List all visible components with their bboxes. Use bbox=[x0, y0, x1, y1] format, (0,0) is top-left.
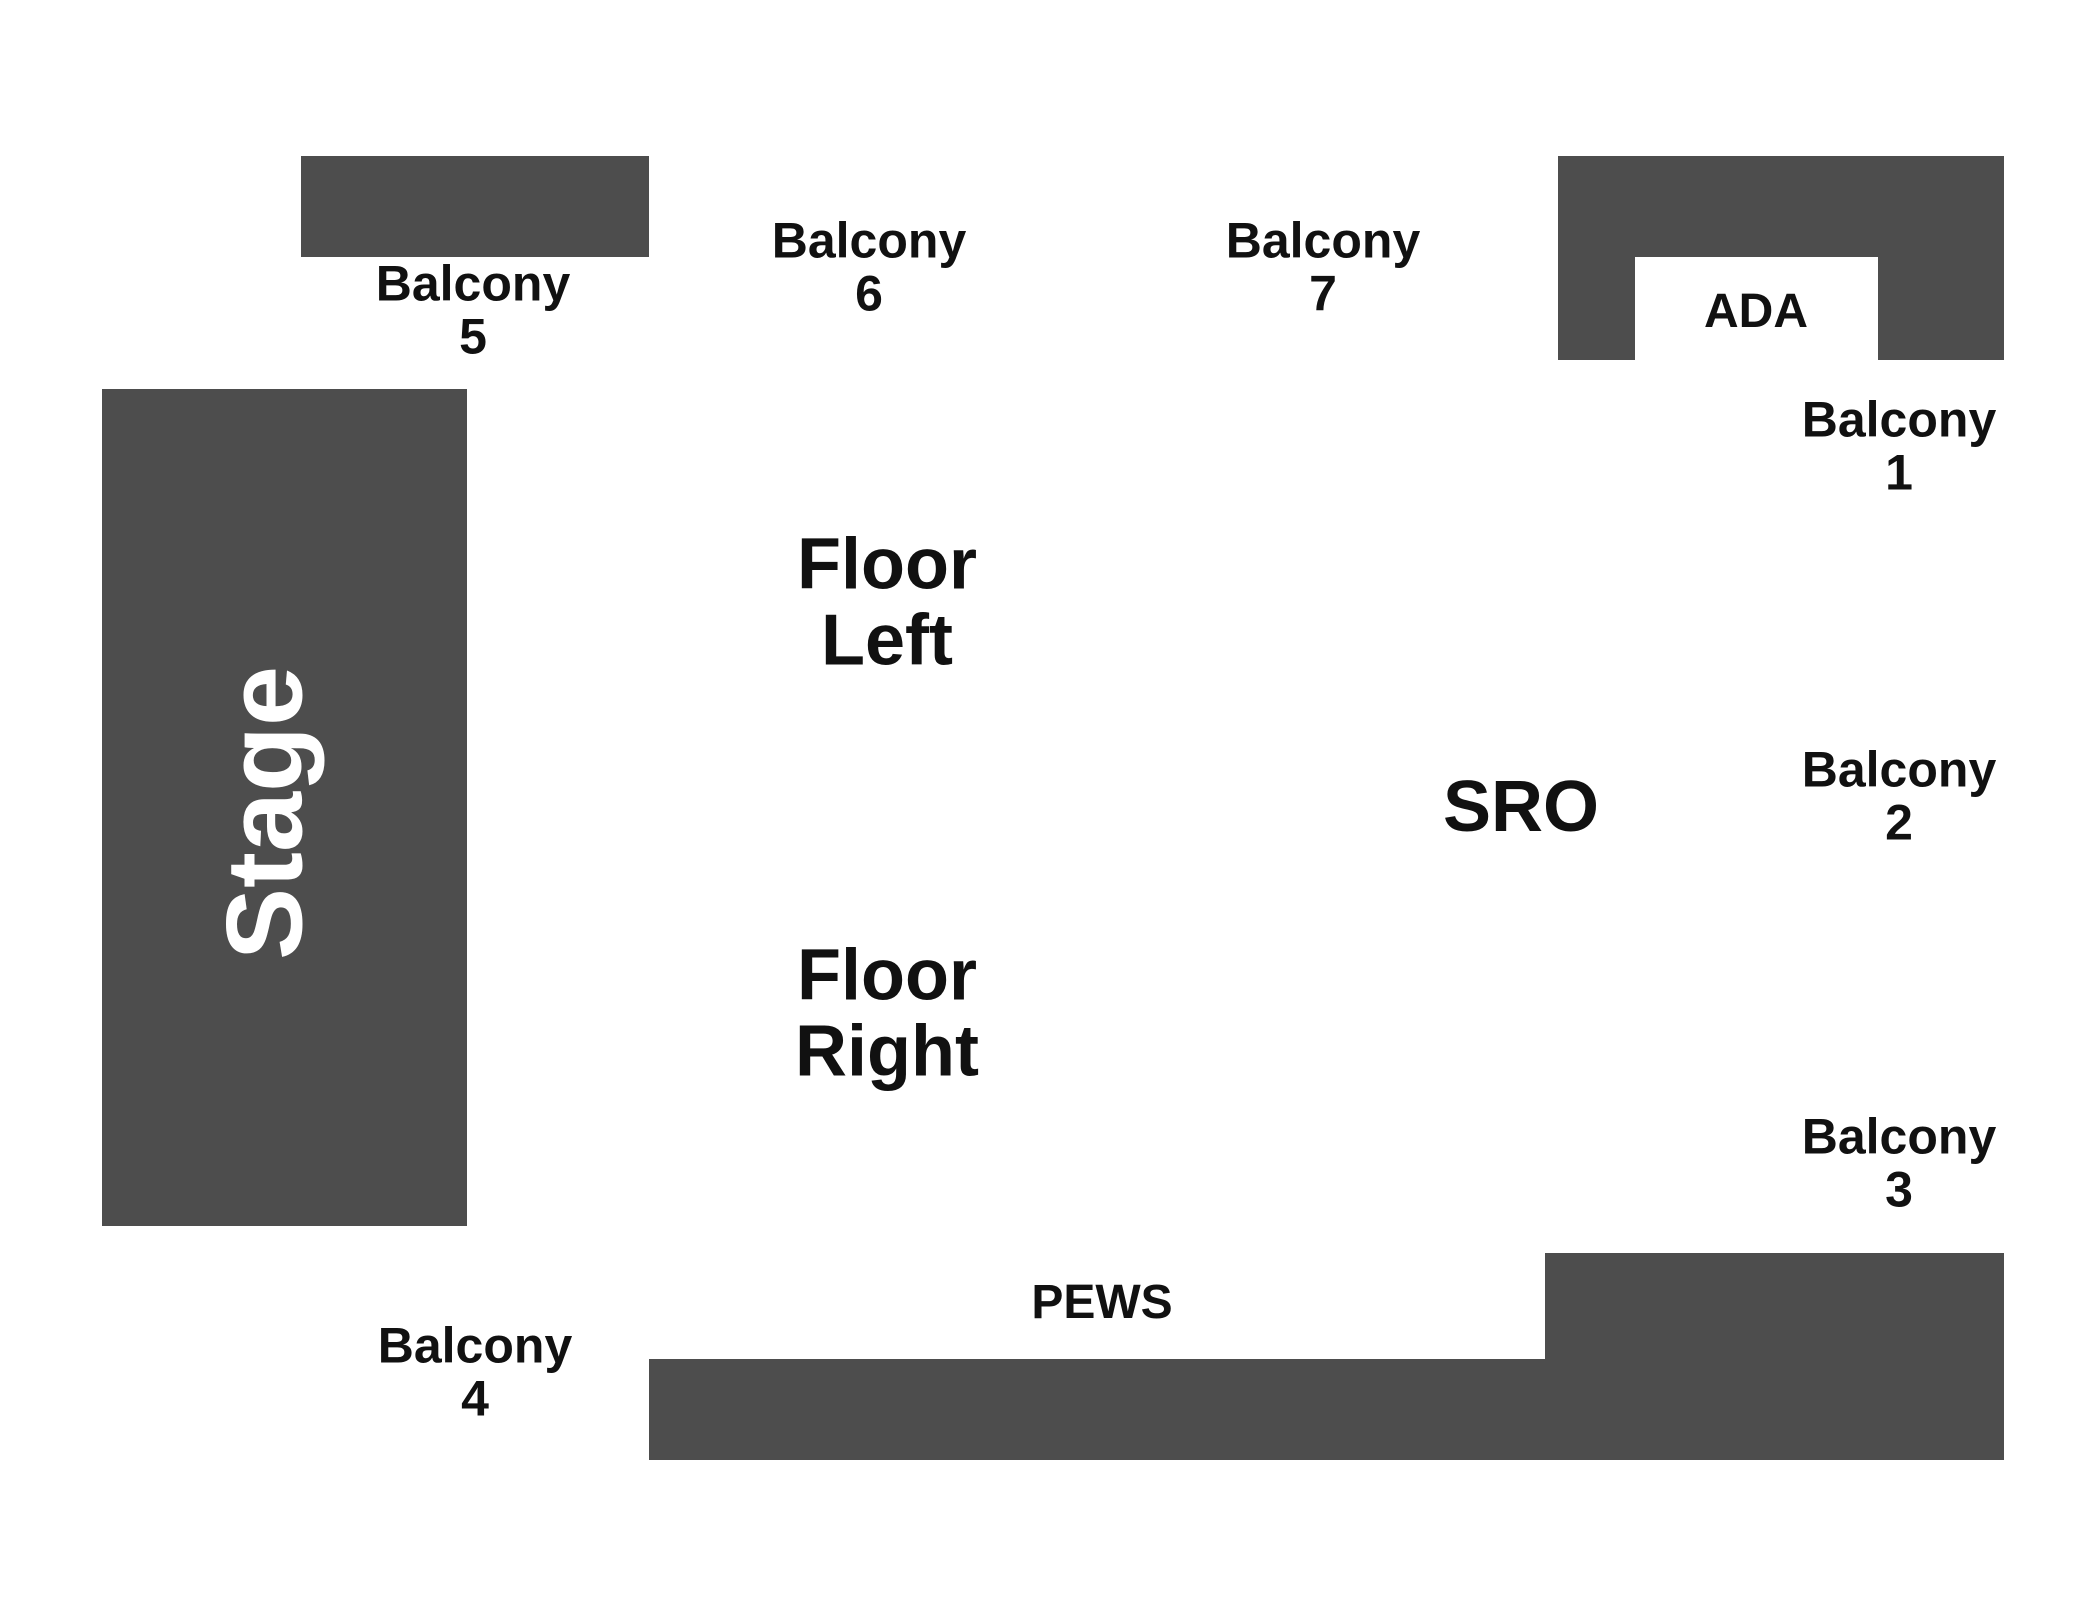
stage-label: Stage bbox=[203, 665, 325, 961]
ada-area[interactable] bbox=[1635, 257, 1878, 360]
balcony-5-label[interactable]: Balcony 5 bbox=[375, 255, 571, 364]
balcony-6-label[interactable]: Balcony 6 bbox=[771, 212, 967, 321]
balcony-1-label[interactable]: Balcony 1 bbox=[1801, 391, 1997, 500]
pews-label: PEWS bbox=[1031, 1275, 1173, 1329]
pews-block[interactable] bbox=[649, 1359, 2004, 1460]
balcony-5-block[interactable] bbox=[301, 156, 649, 257]
balcony-3-block[interactable] bbox=[1545, 1253, 2004, 1363]
balcony-2-label[interactable]: Balcony 2 bbox=[1801, 741, 1997, 850]
floor-left-label[interactable]: Floor Left bbox=[797, 524, 977, 680]
balcony-3-label[interactable]: Balcony 3 bbox=[1801, 1108, 1997, 1217]
balcony-7-label[interactable]: Balcony 7 bbox=[1225, 212, 1421, 321]
sro-label[interactable]: SRO bbox=[1442, 767, 1600, 848]
stage-block[interactable] bbox=[102, 389, 467, 1226]
balcony-4-label[interactable]: Balcony 4 bbox=[377, 1317, 573, 1426]
ada-label: ADA bbox=[1704, 284, 1808, 338]
floor-right-label[interactable]: Floor Right bbox=[795, 935, 979, 1091]
